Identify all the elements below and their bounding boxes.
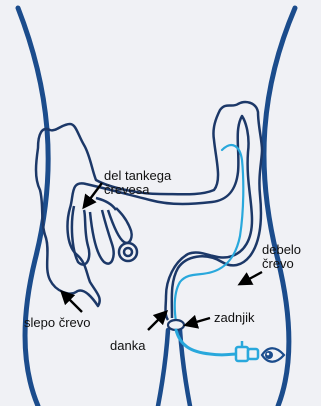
- label-appendix: slepo črevo: [24, 316, 90, 330]
- arrow-anus: [186, 318, 210, 325]
- arrow-rectum: [148, 312, 166, 330]
- small-intestine-loops: [72, 198, 137, 265]
- label-small-intestine: del tankega črevesa: [104, 169, 171, 197]
- endoscope-tube-inside: [175, 145, 244, 322]
- endoscope-icon: [236, 341, 258, 361]
- anus-ring: [168, 320, 184, 330]
- body-outline-right: [264, 8, 295, 406]
- label-small-intestine-line2: črevesa: [104, 183, 171, 197]
- colon-outline: [36, 102, 262, 320]
- endoscope-cable: [176, 330, 236, 355]
- label-colon-line1: debelo: [262, 243, 301, 257]
- eye-icon: [262, 348, 284, 362]
- gluteal-line-left: [158, 330, 168, 406]
- body-outline-left: [18, 8, 48, 406]
- label-colon: debelo črevo: [262, 243, 301, 271]
- arrow-colon: [240, 272, 262, 284]
- arrow-appendix: [62, 292, 82, 312]
- label-small-intestine-line1: del tankega: [104, 169, 171, 183]
- label-rectum: danka: [110, 339, 145, 353]
- label-anus: zadnjik: [214, 311, 254, 325]
- label-colon-line2: črevo: [262, 257, 301, 271]
